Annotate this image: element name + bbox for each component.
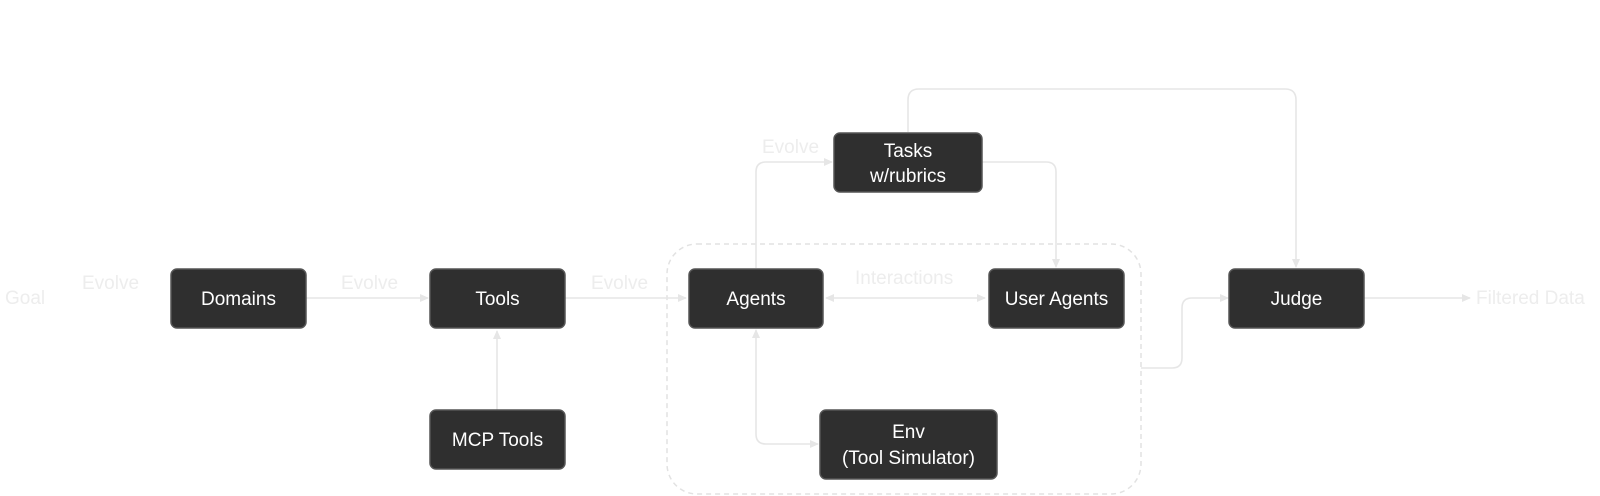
node-tools: Tools xyxy=(429,268,566,329)
node-mcp-tools: MCP Tools xyxy=(429,409,566,470)
evolve-label-agents-tasks: Evolve xyxy=(762,137,819,158)
edge-group-to-judge xyxy=(1141,294,1229,369)
node-env-line2: (Tool Simulator) xyxy=(842,448,975,469)
filtered-data-label: Filtered Data xyxy=(1476,288,1585,309)
interactions-label: Interactions xyxy=(855,268,953,289)
edge-agents-to-tasks xyxy=(755,158,833,268)
node-domains-label: Domains xyxy=(201,289,276,310)
node-tools-label: Tools xyxy=(475,289,519,310)
node-tasks-line2: w/rubrics xyxy=(869,166,946,187)
node-judge: Judge xyxy=(1228,268,1365,329)
evolve-label-goal-domains: Evolve xyxy=(82,273,139,294)
node-judge-label: Judge xyxy=(1271,289,1323,310)
agent-interaction-group xyxy=(666,243,1142,495)
goal-label: Goal xyxy=(5,288,45,309)
node-user-agents: User Agents xyxy=(988,268,1125,329)
node-agents-label: Agents xyxy=(726,289,785,310)
node-env-line1: Env xyxy=(892,422,925,443)
node-domains: Domains xyxy=(170,268,307,329)
edge-tasks-to-user-agents xyxy=(982,161,1060,268)
node-tasks: Tasks w/rubrics xyxy=(833,132,983,193)
edge-agents-env xyxy=(752,329,819,448)
edge-tasks-to-judge xyxy=(907,88,1300,268)
node-env: Env (Tool Simulator) xyxy=(819,409,998,480)
node-user-agents-label: User Agents xyxy=(1005,289,1109,310)
node-agents: Agents xyxy=(688,268,824,329)
evolve-label-domains-tools: Evolve xyxy=(341,273,398,294)
node-mcp-tools-label: MCP Tools xyxy=(452,430,543,451)
node-tasks-line1: Tasks xyxy=(884,141,933,162)
evolve-label-tools-agents: Evolve xyxy=(591,273,648,294)
